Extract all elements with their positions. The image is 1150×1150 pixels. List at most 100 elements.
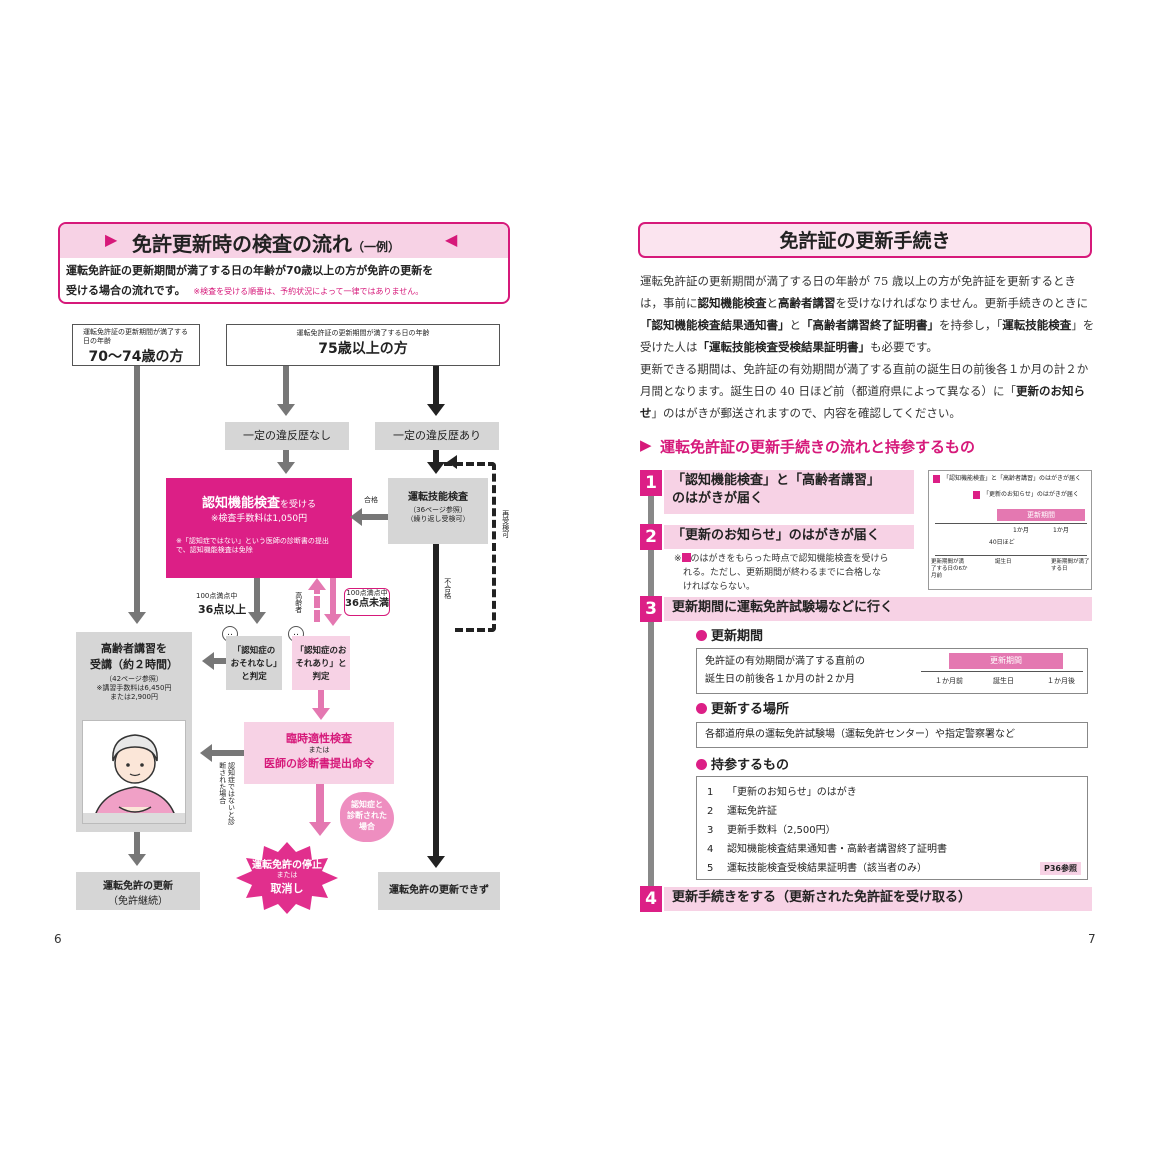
list-item: 5 運転技能検査受検結果証明書（該当者のみ） [707, 859, 1077, 878]
dementia-diag-burst: 認知症と診断された場合 [340, 792, 394, 842]
right-title-box [638, 222, 1092, 258]
pass-arrow [360, 514, 388, 520]
fail-label: 不合格 [443, 578, 452, 599]
right-body-text: 運転免許証の更新期間が満了する日の年齢が 75 歳以上の方が免許証を更新するとき… [640, 270, 1095, 424]
score-low-head-icon [248, 612, 266, 624]
line-70-down [134, 366, 140, 616]
age-70-74-box: 運転免許証の更新期間が満了する日の年齢 70〜74歳の方 [72, 324, 200, 366]
no-violation-box: 一定の違反歴なし [225, 422, 349, 450]
left-page-title: 免許更新時の検査の流れ（一例） [132, 232, 401, 256]
retest-label: 再受検可 [501, 510, 510, 538]
diag-a: 「認知機能検査」と「高齢者講習」のはがきが届く [933, 475, 1089, 483]
period-bar: 更新期間 [949, 653, 1063, 669]
body-text-run: 」を受けた人は [640, 318, 1095, 354]
ninchi-test-box: 認知機能検査を受ける ※検査手数料は1,050円 ※「認知症ではない」という医師… [166, 478, 352, 578]
diag-axis-2 [935, 555, 1087, 556]
body-bold-term: 「高齢者講習終了証明書」 [801, 318, 939, 332]
dementia-box: 「認知症のおそれあり」と判定 [292, 636, 350, 690]
line-75a-down [283, 366, 289, 406]
place-head: 更新する場所 [696, 698, 789, 717]
fail-line [433, 544, 439, 858]
step2-text: 「更新のお知らせ」のはがきが届く [664, 525, 914, 549]
step4-badge: 4 [640, 886, 662, 912]
score-low-line [254, 578, 260, 614]
timeline-diagram: 「認知機能検査」と「高齢者講習」のはがきが届く 「更新のお知らせ」のはがきが届く… [928, 470, 1092, 590]
score-high-line [330, 578, 336, 618]
body-text-run: を持参し，「 [939, 318, 1003, 332]
diag-b: 「更新のお知らせ」のはがきが届く [973, 491, 1089, 499]
arrow-nv-head-icon [277, 462, 295, 474]
body-text-run: 運転免許証の更新期間が満了する日の年齢が 75 歳以上の方が免許証を更新する [640, 274, 1053, 288]
diag-1m: 1か月 [1013, 527, 1029, 534]
rinji-to-course-head-icon [200, 744, 212, 762]
license-renew-box: 運転免許の更新 （免許継続） [76, 872, 200, 910]
step1-text: 「認知機能検査」と「高齢者講習」のはがきが届く [664, 470, 914, 514]
diag-bar: 更新期間 [997, 509, 1085, 521]
list-item-number: 5 [707, 863, 714, 874]
step2-badge: 2 [640, 524, 662, 550]
age-75-plus-box: 運転免許証の更新期間が満了する日の年齢 75歳以上の方 [226, 324, 500, 366]
step1-badge: 1 [640, 470, 662, 496]
rinji-to-course-arrow [210, 750, 244, 756]
rinji-down-line [316, 784, 324, 824]
step2-note: ※のはがきをもらった時点で認知機能検査を受けら れる。ただし、更新期間が終わるま… [674, 553, 889, 592]
score-high-badge: 100点満点中 36点未満 [344, 588, 390, 616]
diag-l2: 誕生日 [995, 559, 1012, 565]
body-paragraph-1: 運転免許証の更新期間が満了する日の年齢が 75 歳以上の方が免許証を更新するとき… [640, 270, 1095, 358]
body-text-run: を受けなければなりません。更新手続きのときに [835, 296, 1089, 310]
body-bold-term: 運転技能検査 [1002, 318, 1072, 332]
retest-loop-bottom [444, 628, 454, 632]
place-box: 各都道府県の運転免許試験場（運転免許センター）や指定警察署など [696, 722, 1088, 748]
retest-loop [444, 462, 496, 632]
period-p1: １か月後 [1047, 677, 1075, 685]
list-item-text: 「更新のお知らせ」のはがき [727, 787, 857, 798]
step4-text: 更新手続きをする（更新された免許証を受け取る） [664, 887, 1092, 911]
high-age-label: 高齢者 [294, 592, 303, 613]
list-item-number: 2 [707, 806, 714, 817]
body-bold-term: 高齢者講習 [778, 296, 836, 310]
period-head: 更新期間 [696, 625, 763, 644]
diag-40: 40日ほど [989, 539, 1015, 546]
left-page-number: 6 [54, 932, 62, 946]
list-item-number: 3 [707, 825, 714, 836]
score-low-1: 100点満点中 [196, 592, 238, 600]
left-title-bar [60, 224, 508, 258]
license-stop-text: 運転免許の停止 または 取消し [252, 860, 322, 895]
line-v-down [433, 450, 439, 464]
list-item-text: 運転技能検査受検結果証明書（該当者のみ） [727, 863, 927, 874]
step3-text: 更新期間に運転免許試験場などに行く [664, 597, 1092, 621]
step3-badge: 3 [640, 596, 662, 622]
score-low-2: 36点以上 [198, 603, 247, 616]
body-text-run: と [766, 296, 779, 310]
list-item-number: 4 [707, 844, 714, 855]
pass-arrow-head-icon [350, 508, 362, 526]
arrow-70-head-icon [128, 612, 146, 624]
d-to-rinji-head-icon [312, 708, 330, 720]
line-75b-down [433, 366, 439, 406]
diag-l3: 更新期間が満了する日 [1051, 559, 1090, 572]
score-high-dashed [314, 582, 320, 622]
retest-arrow-head-icon [447, 455, 457, 469]
line-course-head-icon [128, 854, 146, 866]
pass-label: 合格 [364, 496, 378, 504]
section-title: 運転免許証の更新手続きの流れと持参するもの [660, 438, 976, 456]
body-bold-term: 更新のお知らせ [640, 384, 1086, 420]
list-item: 2 運転免許証 [707, 802, 1077, 821]
elderly-person-illustration [82, 720, 186, 824]
list-item-text: 運転免許証 [727, 806, 777, 817]
score-high-up-icon [308, 578, 326, 590]
steps-line [648, 492, 654, 892]
items-head: 持参するもの [696, 754, 789, 773]
license-no-renew-box: 運転免許の更新できず [378, 872, 500, 910]
body-paragraph-2: 更新できる期間は、免許証の有効期間が満了する直前の誕生日の前後各１か月の計２か月… [640, 358, 1095, 424]
right-page-title: 免許証の更新手続き [779, 230, 951, 252]
title-right-arrow-icon: ◀ [445, 230, 458, 249]
score-high-head-icon [324, 614, 342, 626]
rinji-test-box: 臨時適性検査 または 医師の診断書提出命令 [244, 722, 394, 784]
license-stop-burst [236, 842, 338, 914]
title-left-arrow-icon: ▶ [105, 230, 118, 249]
body-bold-term: 「認知機能検査結果通知書」 [640, 318, 790, 332]
